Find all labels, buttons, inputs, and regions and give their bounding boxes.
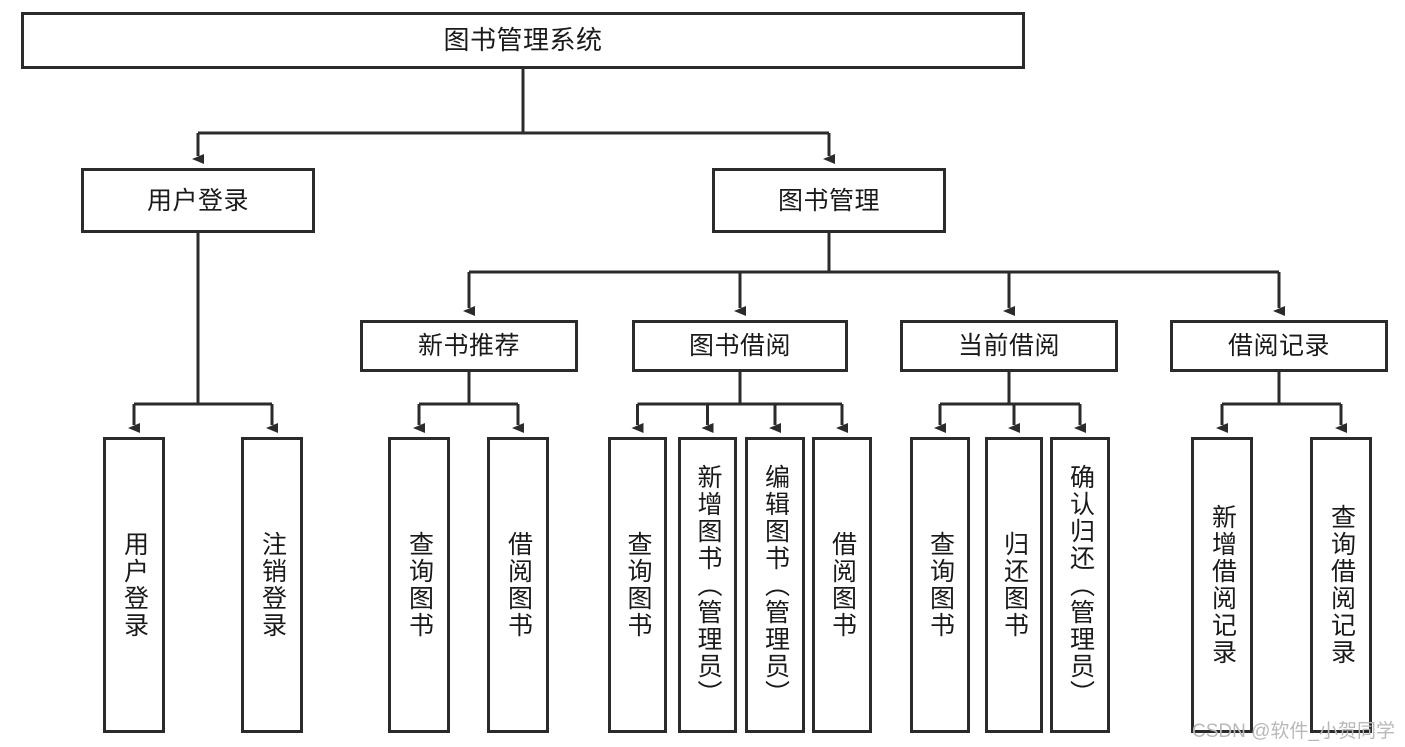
node-login[interactable]: 用户登录 [81,168,315,233]
node-label: 图书管理系统 [443,24,603,55]
node-label: 新增借阅记录 [1208,504,1237,666]
node-label: 归还图书 [1000,531,1029,639]
node-label: 查询图书 [624,531,652,639]
node-label: 借阅图书 [504,531,533,639]
node-leaf-nb-borrow[interactable]: 借阅图书 [487,437,549,733]
node-label: 查询图书 [926,531,955,639]
node-newbooks[interactable]: 新书推荐 [360,320,578,372]
node-current[interactable]: 当前借阅 [900,320,1118,372]
node-label: 新书推荐 [417,332,520,360]
node-leaf-bw-add[interactable]: 新增图书（管理员） [678,437,737,733]
node-label: 用户登录 [120,531,149,639]
node-label: 新增图书（管理员） [694,463,722,707]
node-leaf-rec-add[interactable]: 新增借阅记录 [1191,437,1253,733]
node-label: 编辑图书（管理员） [761,463,790,707]
node-leaf-bw-borrow[interactable]: 借阅图书 [812,437,872,733]
node-borrow[interactable]: 图书借阅 [632,320,848,372]
node-label: 注销登录 [258,531,287,639]
node-label: 确认归还（管理员） [1066,463,1095,707]
node-label: 查询借阅记录 [1327,504,1356,666]
node-leaf-rec-query[interactable]: 查询借阅记录 [1310,437,1372,733]
node-leaf-bw-query[interactable]: 查询图书 [608,437,667,733]
node-leaf-cur-confirm[interactable]: 确认归还（管理员） [1050,437,1110,733]
node-label: 当前借阅 [957,332,1060,360]
node-label: 借阅记录 [1227,332,1330,360]
node-leaf-cur-query[interactable]: 查询图书 [910,437,970,733]
node-label: 用户登录 [146,186,249,215]
node-leaf-logout[interactable]: 注销登录 [241,437,303,733]
node-label: 借阅图书 [828,531,857,639]
node-label: 图书管理 [777,186,880,215]
node-leaf-bw-edit[interactable]: 编辑图书（管理员） [745,437,805,733]
node-leaf-cur-return[interactable]: 归还图书 [985,437,1043,733]
node-label: 查询图书 [405,531,434,639]
node-leaf-user-login[interactable]: 用户登录 [103,437,165,733]
node-root[interactable]: 图书管理系统 [21,12,1025,69]
node-records[interactable]: 借阅记录 [1170,320,1388,372]
node-bookmgmt[interactable]: 图书管理 [712,168,946,233]
node-leaf-nb-query[interactable]: 查询图书 [388,437,450,733]
node-label: 图书借阅 [688,332,791,360]
watermark-text: CSDN @软件_小贺同学 [1192,721,1395,742]
